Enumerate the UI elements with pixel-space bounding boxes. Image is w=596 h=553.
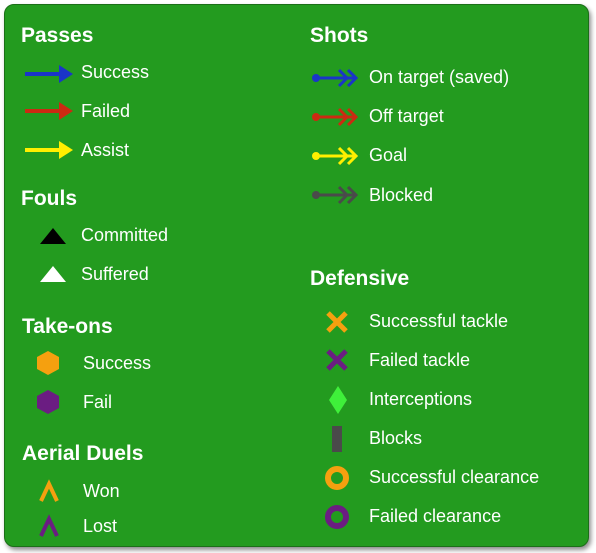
take-ons-fail-label: Fail (83, 392, 113, 412)
fouls-committed-label: Committed (81, 225, 169, 245)
gray-shot-arrow-icon (312, 185, 359, 205)
defensive-successful-clearance-label: Successful clearance (369, 467, 540, 487)
yellow-arrow-icon (25, 141, 73, 159)
purple-caret-icon (39, 514, 59, 537)
passes-failed-label: Failed (81, 101, 131, 121)
fouls-title: Fouls (21, 187, 77, 210)
defensive-interceptions-label: Interceptions (369, 389, 473, 409)
orange-ring-icon (325, 466, 349, 490)
defensive-blocks-label: Blocks (369, 428, 423, 448)
fouls-suffered-label: Suffered (81, 264, 149, 284)
red-shot-arrow-icon (312, 107, 359, 127)
purple-ring-icon (325, 505, 349, 529)
shots-title: Shots (310, 24, 369, 47)
blue-shot-arrow-icon (312, 68, 359, 88)
orange-x-icon (326, 311, 348, 333)
orange-caret-icon (39, 479, 59, 502)
purple-x-icon (326, 349, 348, 371)
black-triangle-icon (40, 228, 66, 244)
green-diamond-icon (329, 386, 347, 414)
purple-hexagon-icon (37, 390, 59, 414)
white-triangle-icon (40, 266, 66, 282)
shots-blocked-label: Blocked (369, 185, 434, 205)
defensive-failed-clearance-label: Failed clearance (369, 506, 502, 526)
defensive-failed-tackle-label: Failed tackle (369, 350, 471, 370)
shots-on-target-label: On target (saved) (369, 67, 510, 87)
blue-arrow-icon (25, 65, 73, 83)
yellow-shot-arrow-icon (312, 146, 359, 166)
take-ons-success-label: Success (83, 353, 152, 373)
shots-goal-label: Goal (369, 145, 408, 165)
legend-panel: Passes Success Failed Assist Fouls Commi… (4, 4, 589, 547)
defensive-successful-tackle-label: Successful tackle (369, 311, 509, 331)
passes-assist-label: Assist (81, 140, 130, 160)
aerial-duels-title: Aerial Duels (22, 442, 144, 465)
take-ons-title: Take-ons (22, 315, 113, 338)
gray-bar-icon (332, 426, 342, 452)
aerial-duels-lost-label: Lost (83, 516, 118, 536)
shots-off-target-label: Off target (369, 106, 444, 126)
passes-success-label: Success (81, 62, 150, 82)
passes-title: Passes (21, 24, 94, 47)
defensive-title: Defensive (310, 267, 410, 290)
red-arrow-icon (25, 102, 73, 120)
orange-hexagon-icon (37, 351, 59, 375)
aerial-duels-won-label: Won (83, 481, 120, 501)
